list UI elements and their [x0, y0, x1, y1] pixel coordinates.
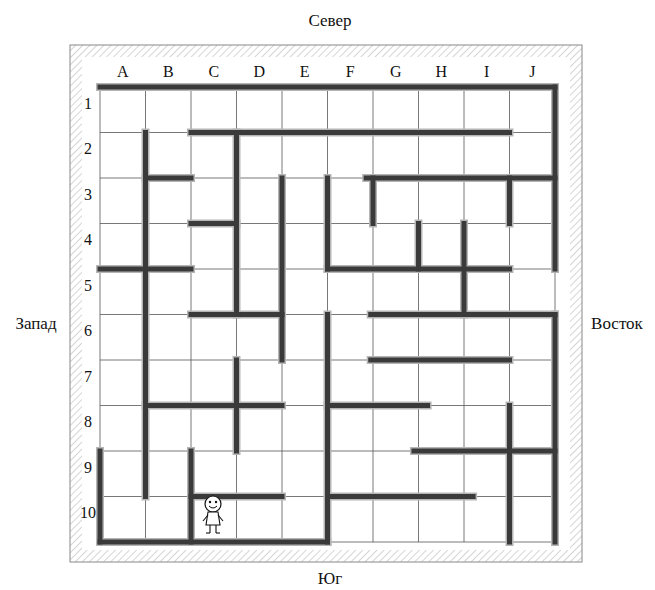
row-number: 7 — [84, 369, 92, 385]
grid-line — [145, 87, 146, 542]
row-number: 3 — [84, 187, 92, 203]
compass-label: Север — [308, 12, 351, 29]
compass-label: Восток — [591, 315, 643, 332]
wall-shadow — [324, 315, 332, 543]
wall-shadow — [415, 224, 423, 270]
compass-label: Запад — [15, 315, 56, 332]
maze-wall — [553, 315, 558, 543]
column-letter: J — [529, 64, 535, 80]
wall-shadow — [328, 402, 428, 410]
wall-shadow — [100, 83, 555, 91]
maze-wall — [100, 267, 191, 272]
wall-shadow — [96, 451, 104, 542]
wall-shadow — [369, 178, 377, 224]
column-letter: C — [208, 64, 219, 80]
row-number: 8 — [84, 414, 92, 430]
grid-lines — [100, 87, 555, 542]
grid-line — [100, 87, 555, 88]
wall-shadow — [278, 178, 286, 360]
maze-wall — [371, 178, 376, 224]
maze-wall — [371, 358, 510, 363]
maze-wall — [98, 451, 103, 542]
maze-wall — [371, 312, 555, 317]
column-letter: F — [346, 64, 355, 80]
row-number: 1 — [84, 96, 92, 112]
wall-shadow — [506, 178, 514, 224]
maze-wall — [146, 403, 283, 408]
row-number: 10 — [80, 505, 96, 521]
maze-wall — [191, 221, 237, 226]
maze-wall — [366, 176, 555, 181]
maze-wall — [414, 449, 555, 454]
grid-line — [327, 87, 328, 542]
wall-shadow — [506, 406, 514, 543]
maze-wall — [325, 315, 330, 543]
wall-shadow — [324, 178, 332, 269]
maze-wall — [280, 178, 285, 360]
maze-ground — [82, 57, 570, 550]
column-letter: E — [300, 64, 310, 80]
column-letter: D — [253, 64, 265, 80]
wall-shadow — [414, 447, 555, 455]
wall-shadow — [191, 220, 237, 228]
maze-wall — [328, 267, 510, 272]
maze-wall — [100, 85, 555, 90]
row-number: 4 — [84, 232, 92, 248]
column-letter: A — [117, 64, 129, 80]
smiley-figure — [203, 496, 223, 533]
maze-wall — [146, 176, 192, 181]
wall-shadow — [191, 493, 282, 501]
maze-wall — [143, 133, 148, 497]
maze-walls — [100, 87, 555, 542]
compass-label: Юг — [318, 570, 342, 587]
maze-wall — [191, 312, 282, 317]
wall-shadow — [146, 174, 192, 182]
row-number: 9 — [84, 460, 92, 476]
wall-shadow — [146, 402, 283, 410]
wall-shadow — [371, 356, 510, 364]
column-letter: B — [163, 64, 174, 80]
grid-line — [100, 542, 555, 543]
grid-line — [100, 132, 555, 133]
hatched-frame — [70, 45, 582, 562]
wall-shadow — [551, 315, 559, 543]
column-letter: I — [484, 64, 489, 80]
maze-wall — [191, 494, 282, 499]
row-number: 6 — [84, 323, 92, 339]
maze-wall — [416, 224, 421, 270]
wall-shadow — [366, 174, 555, 182]
maze-wall — [332, 494, 473, 499]
grid-line — [555, 87, 556, 542]
column-letter: G — [390, 64, 402, 80]
wall-shadow — [100, 538, 328, 546]
grid-line — [100, 405, 555, 406]
column-letter: H — [435, 64, 447, 80]
wall-shadow — [142, 133, 150, 497]
maze-wall — [507, 406, 512, 543]
row-number: 2 — [84, 141, 92, 157]
grid-line — [100, 269, 555, 270]
wall-shadow — [332, 493, 473, 501]
maze-wall — [325, 178, 330, 269]
row-number: 5 — [84, 278, 92, 294]
maze-wall — [328, 403, 428, 408]
maze-wall — [507, 178, 512, 224]
maze-wall — [100, 540, 328, 545]
